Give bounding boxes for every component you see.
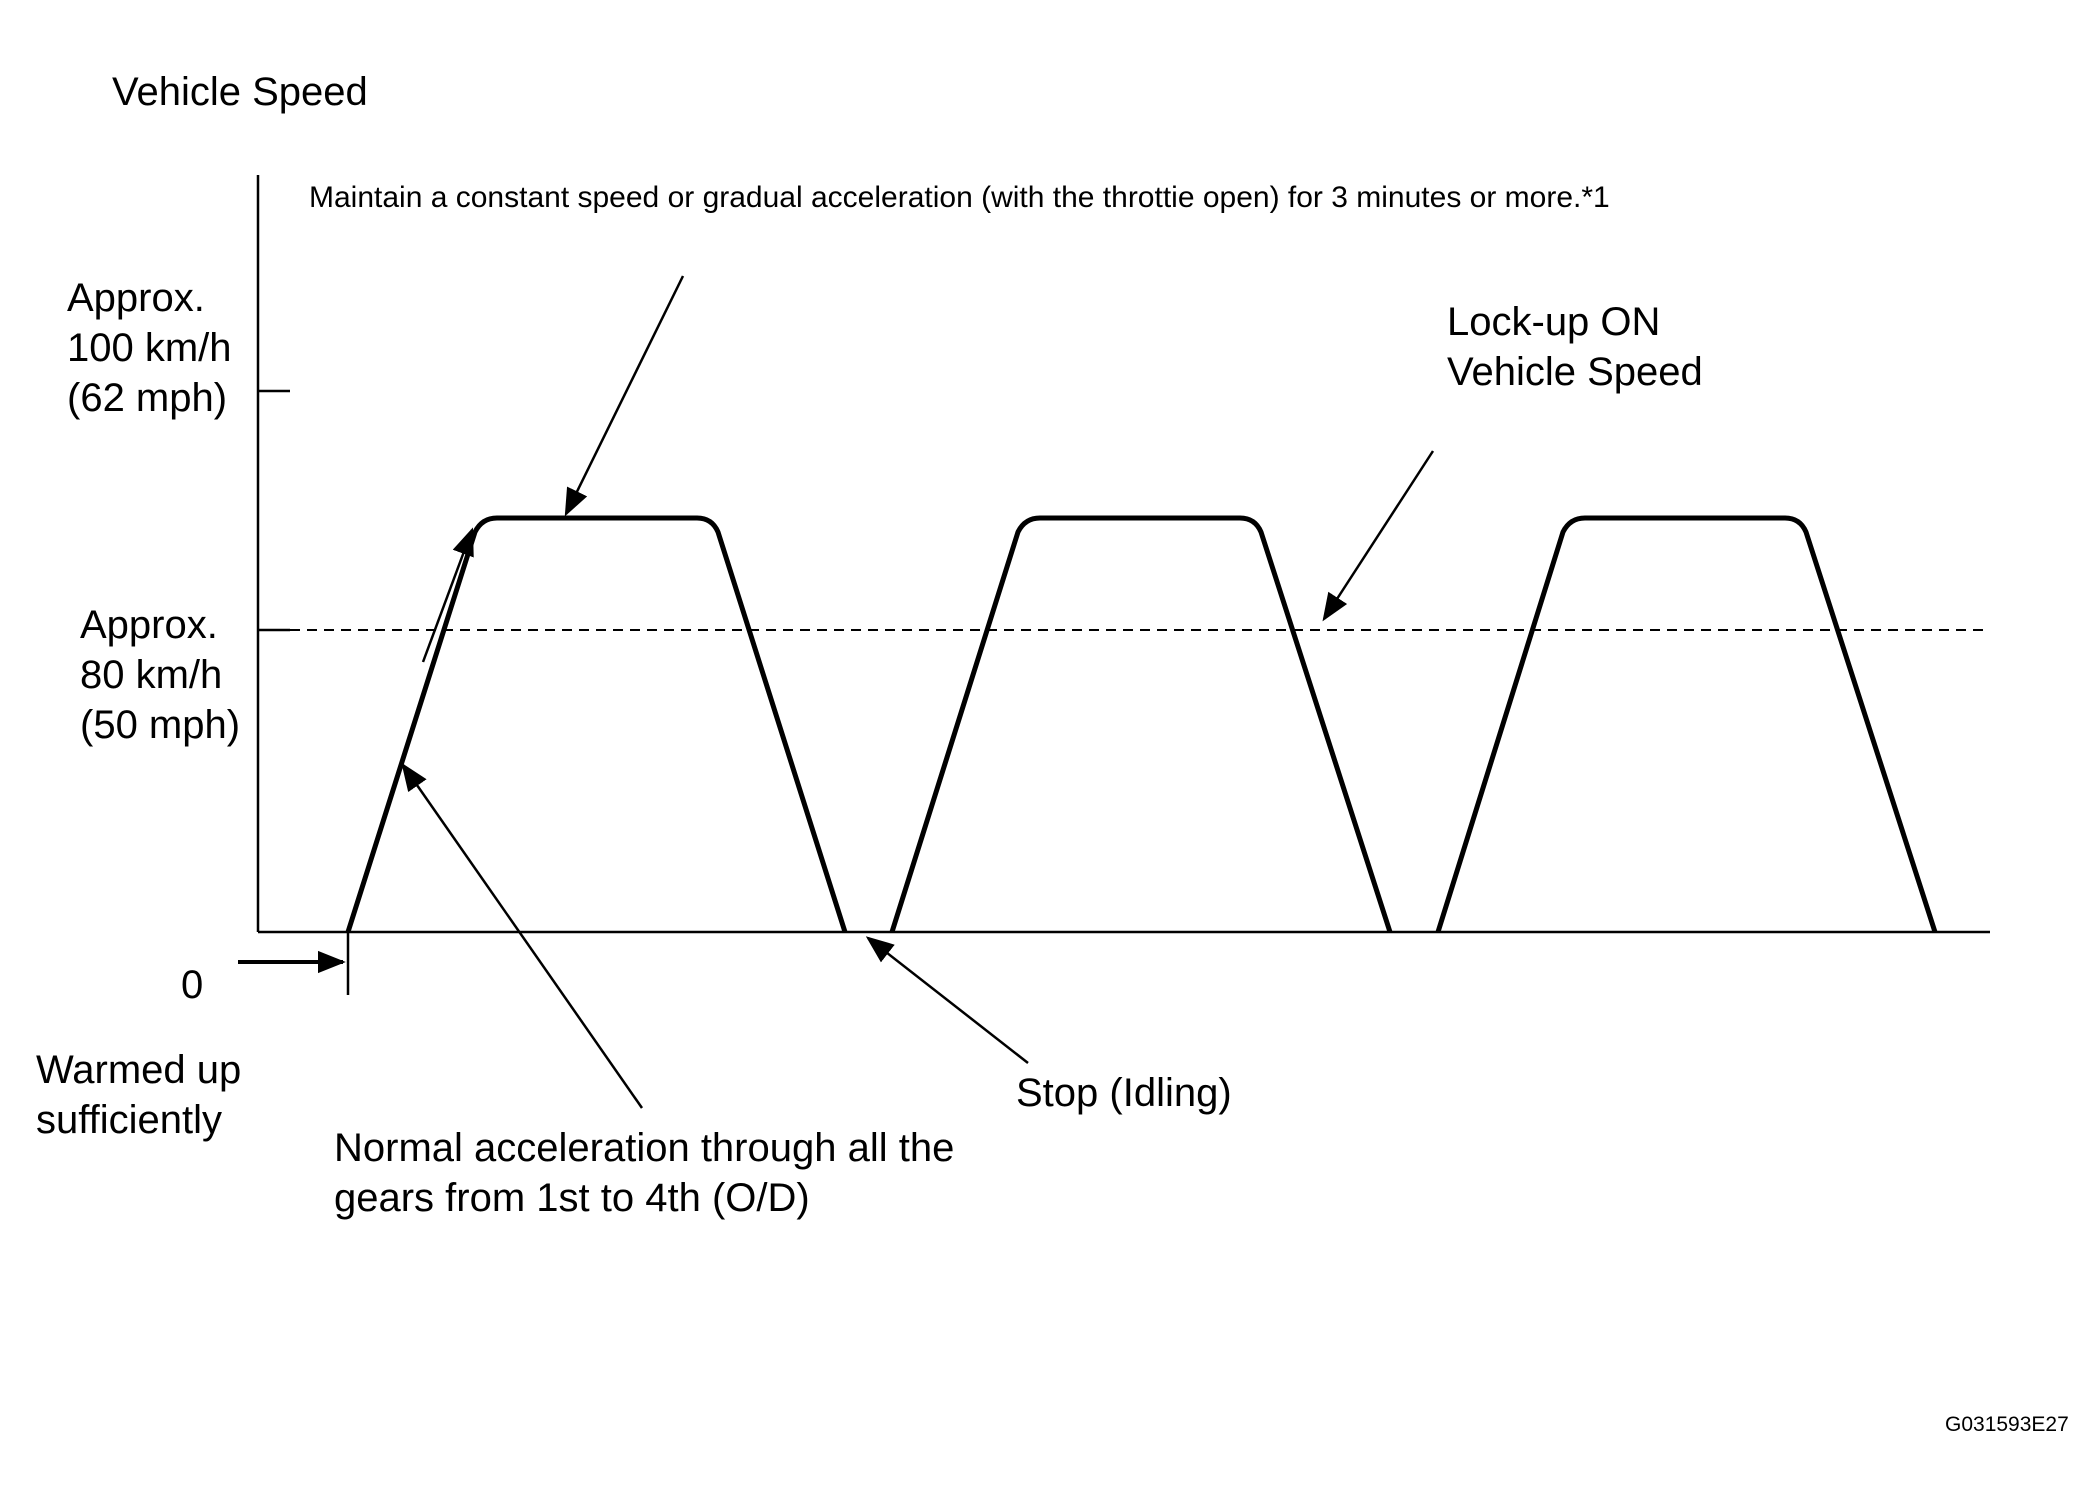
lockup-label: Lock-up ON Vehicle Speed bbox=[1447, 300, 1703, 394]
speed-cycle-2 bbox=[889, 515, 1393, 933]
warmed-up-label: Warmed up sufficiently bbox=[36, 1048, 242, 1142]
constant-speed-note: Maintain a constant speed or gradual acc… bbox=[309, 181, 1610, 214]
accel-arrow-upper bbox=[421, 527, 474, 663]
constant-speed-arrow bbox=[564, 275, 685, 517]
tick-label-100: Approx. 100 km/h (62 mph) bbox=[67, 276, 232, 420]
speed-cycle-1 bbox=[345, 515, 848, 933]
figure-code: G031593E27 bbox=[1945, 1413, 2069, 1436]
lockup-arrow bbox=[1322, 450, 1435, 622]
tick-label-80: Approx. 80 km/h (50 mph) bbox=[80, 603, 241, 747]
stop-idling-label: Stop (Idling) bbox=[1016, 1071, 1232, 1115]
acceleration-label: Normal acceleration through all the gear… bbox=[334, 1126, 955, 1220]
accel-arrow-lower bbox=[401, 762, 644, 1109]
stop-arrow bbox=[865, 936, 1029, 1064]
y-axis-title: Vehicle Speed bbox=[112, 70, 368, 114]
tick-label-zero: 0 bbox=[181, 963, 204, 1007]
speed-cycle-3 bbox=[1435, 515, 1938, 933]
